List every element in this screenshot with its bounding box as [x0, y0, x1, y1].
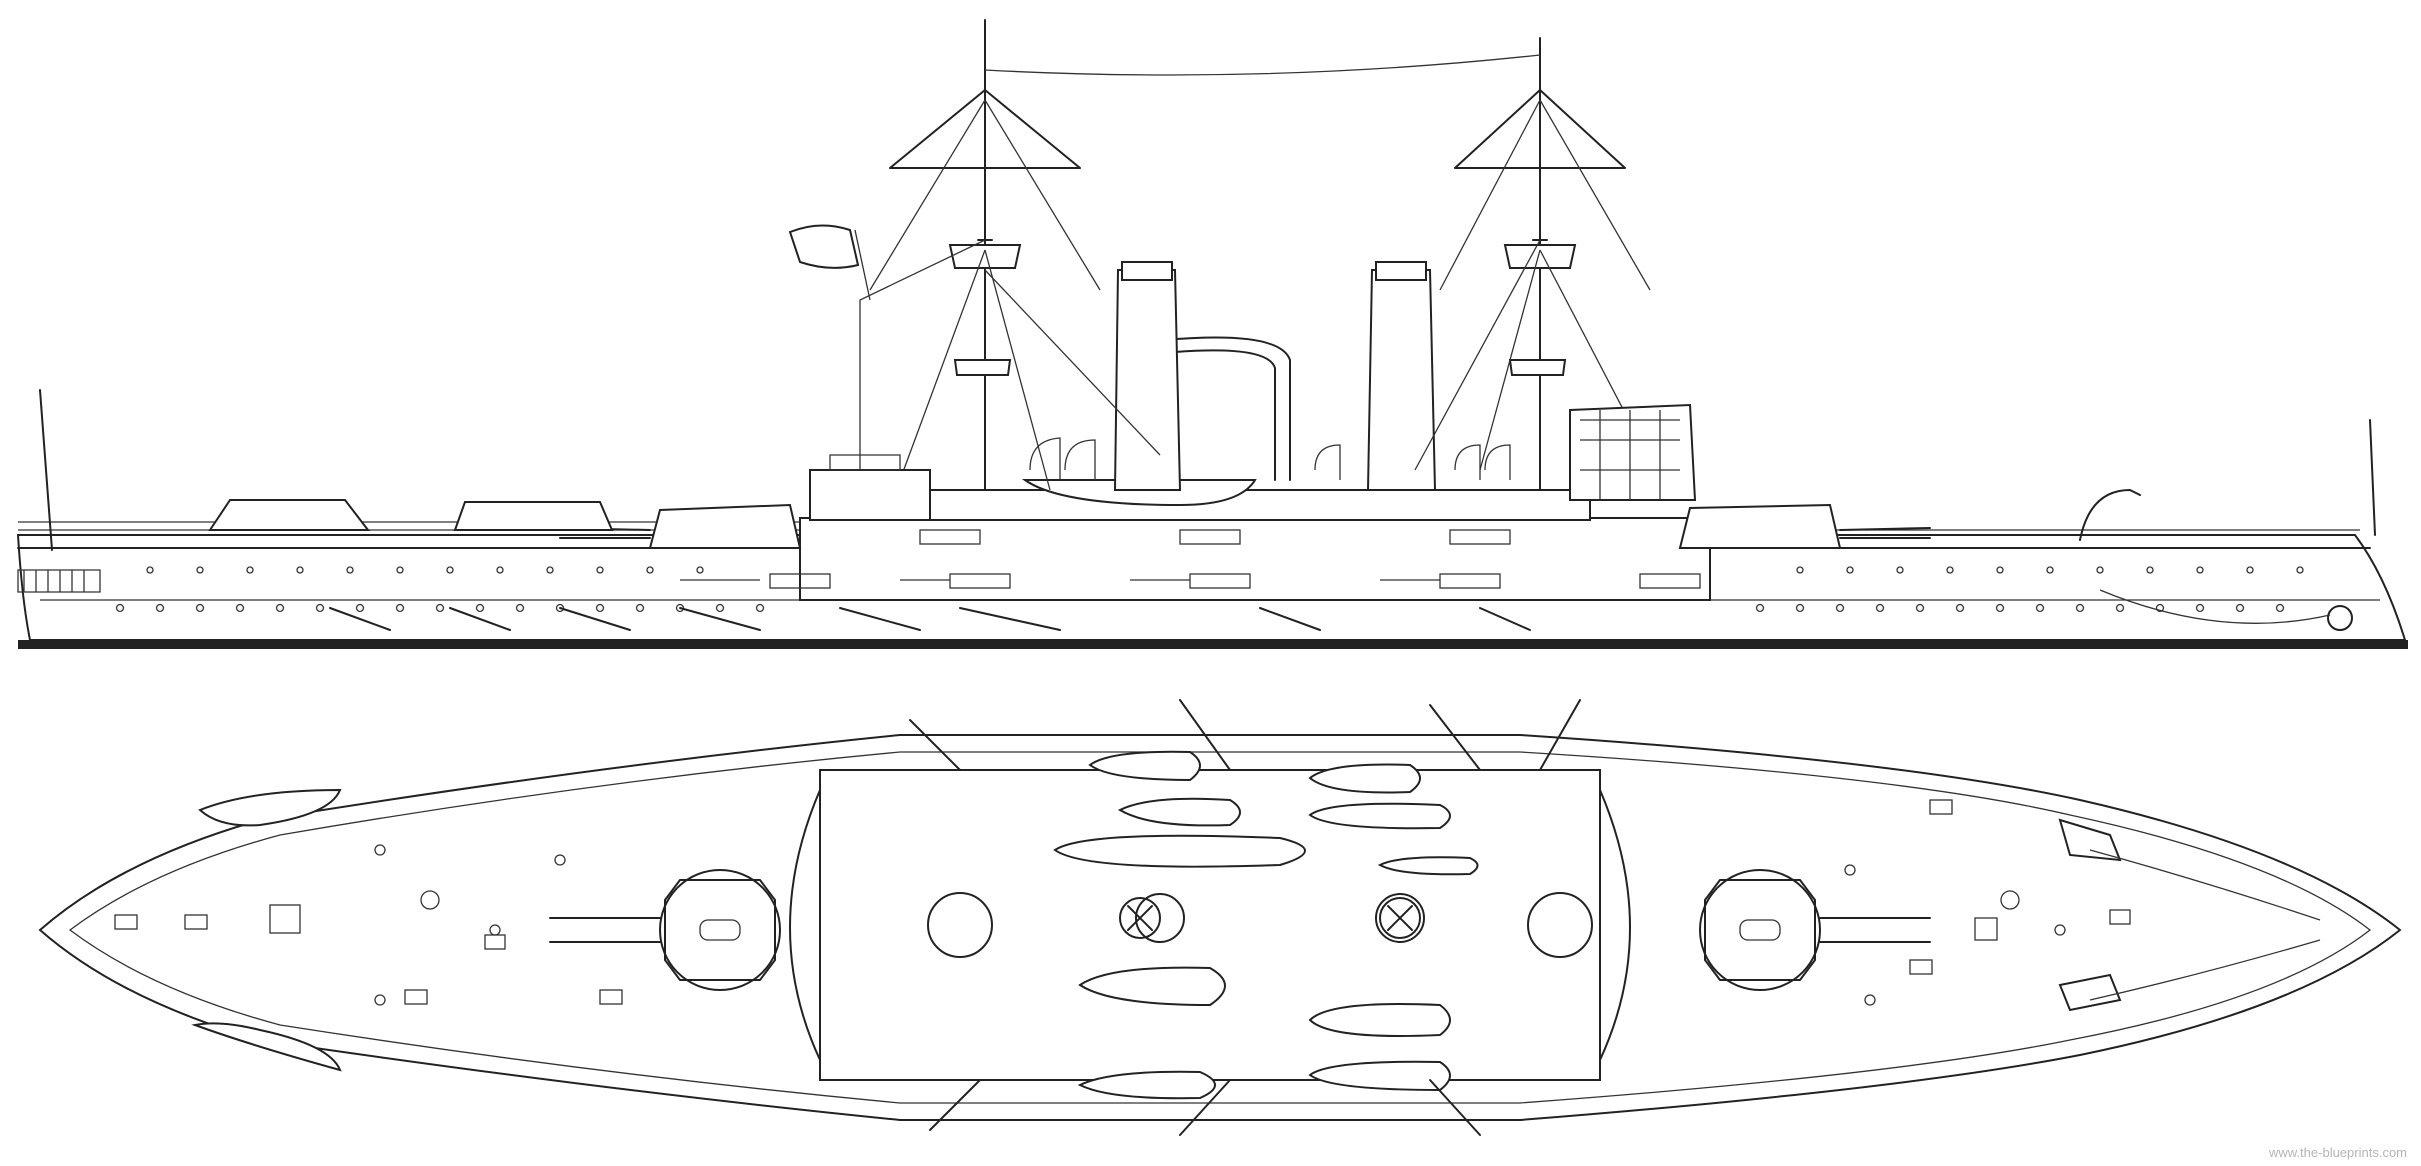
booms-plan	[909, 699, 1581, 1136]
waterline	[18, 640, 2408, 649]
bridge-windows	[1580, 410, 1680, 500]
aft-main-turret	[648, 503, 802, 549]
aft-superstructure	[809, 469, 931, 521]
anchor-chains-plan	[2089, 849, 2321, 1001]
forward-mast-yard	[1454, 89, 1626, 169]
ventilator-cowls-plan	[1119, 897, 1421, 939]
portholes-row	[115, 566, 2304, 613]
deck-edge-inner	[68, 751, 2372, 1104]
ensign-staff	[854, 229, 871, 301]
casemate-guns	[680, 529, 1701, 589]
aft-mast-yard	[889, 89, 1081, 169]
boats-plan	[1053, 750, 1479, 1100]
hawse-ring	[2327, 605, 2353, 631]
deck-fittings	[114, 799, 2131, 1006]
watermark: www.the-blueprints.com	[2269, 1145, 2407, 1160]
aft-mast-platform	[953, 359, 1012, 376]
wireless-antenna	[984, 54, 1541, 76]
aft-mast-plan	[927, 892, 993, 958]
sponson-boat-port	[198, 788, 342, 827]
forward-gunsight	[1739, 919, 1781, 941]
casemate-sponsons-plan	[789, 789, 1631, 1061]
stern-flagstaff	[39, 389, 53, 551]
forward-fighting-top	[1503, 244, 1577, 269]
aft-funnel-cap	[1121, 261, 1173, 281]
forward-turret-guns-plan	[1819, 917, 1931, 943]
aft-turret-barbette	[664, 879, 776, 981]
ensign-flag	[788, 224, 860, 269]
forward-turret-plan	[1699, 869, 1821, 991]
bow-crane	[2079, 489, 2141, 541]
top-plan-view	[38, 699, 2402, 1136]
fore-funnel-cap	[1375, 261, 1427, 281]
ventilators	[1029, 437, 1511, 480]
boat-crane	[1164, 336, 1291, 481]
forward-mast-platform	[1508, 359, 1567, 376]
stern-gallery	[17, 569, 101, 593]
side-elevation-view	[16, 19, 2408, 649]
forward-turret-barbette	[1704, 879, 1816, 981]
boat-awning-mid	[453, 501, 614, 531]
aft-turret-plan	[659, 869, 781, 991]
aft-searchlight-platform	[829, 454, 901, 471]
aft-gunsight	[699, 919, 741, 941]
aft-fighting-top	[948, 244, 1022, 269]
torpedo-net-booms	[329, 607, 1531, 631]
aft-turret-guns-plan	[549, 917, 661, 943]
boat-awning-aft	[208, 499, 371, 531]
anchor-chain	[2099, 589, 2331, 624]
bow-anchor-starboard	[2058, 973, 2122, 1012]
aft-funnel	[1113, 269, 1182, 491]
sponson-boat-starboard	[191, 1022, 342, 1072]
fore-funnel	[1366, 269, 1437, 491]
ships-boat	[1021, 479, 1257, 507]
bow-jackstaff	[2369, 419, 2376, 536]
forward-main-turret	[1678, 503, 1842, 549]
aft-mast-rigging	[859, 99, 1161, 500]
forward-bridge	[1569, 403, 1697, 501]
bow-anchor-port	[2058, 818, 2122, 862]
forward-mast-rigging	[1414, 99, 1661, 481]
forward-mast-plan	[1527, 892, 1593, 958]
forward-turret-guns	[1839, 527, 1931, 539]
